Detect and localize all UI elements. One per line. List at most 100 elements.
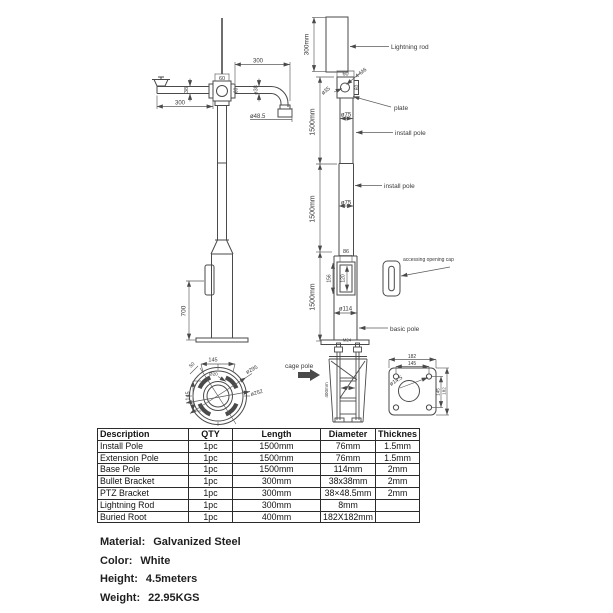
- spec-color: Color: White: [100, 555, 241, 567]
- dim-cage-length: 400mm: [324, 382, 329, 397]
- dim-door-width: 86: [343, 249, 349, 255]
- dim-flange-outer: ø295: [245, 365, 259, 376]
- dim-flange-bolt-circle: ø252: [250, 389, 264, 398]
- cage-view-outline: [328, 342, 368, 423]
- cell-length: 1500mm: [232, 451, 321, 465]
- cell-qty: 1pc: [188, 463, 233, 477]
- spec-color-value: White: [140, 554, 171, 567]
- cell-description: PTZ Bracket: [97, 486, 189, 500]
- spec-weight-value: 22.95KGS: [148, 591, 200, 604]
- dim-arm-right-dia: ø38: [254, 85, 260, 94]
- label-cage-pole: cage pole: [285, 363, 314, 370]
- col-header-description: Description: [97, 428, 189, 441]
- cell-thickness: [374, 510, 421, 524]
- dim-arm-left-height: 38: [184, 87, 190, 93]
- left-pole-outline: [152, 18, 293, 343]
- dim-door-height-inner: 120: [341, 274, 347, 283]
- cell-description: Lightning Rod: [97, 498, 189, 512]
- cell-length: 1500mm: [232, 463, 321, 477]
- label-lightning-rod: Lightning rod: [391, 44, 429, 51]
- table-row: Base Pole 1pc 1500mm 114mm 2mm: [97, 463, 421, 477]
- cell-diameter: 38×48.5mm: [320, 486, 376, 500]
- spec-color-label: Color:: [100, 554, 133, 567]
- dim-pole1-dia: ø75: [341, 113, 352, 119]
- cell-thickness: 1.5mm: [374, 439, 421, 453]
- cell-length: 300mm: [232, 486, 321, 500]
- cell-diameter: 38x38mm: [320, 475, 376, 488]
- dim-flange-hole: Ø20: [209, 372, 218, 377]
- dim-plate-side-right: 60: [355, 85, 361, 91]
- table-header-row: Description QTY Length Diameter Thicknes: [97, 428, 421, 441]
- cell-description: Extension Pole: [97, 451, 189, 465]
- spec-height-label: Height:: [100, 573, 138, 585]
- dim-section1: 1500mm: [310, 108, 317, 135]
- dim-plate-outer-height: 182: [442, 387, 447, 395]
- cell-length: 300mm: [232, 498, 321, 512]
- cell-description: Bullet Bracket: [97, 475, 189, 488]
- col-header-qty: QTY: [188, 428, 233, 441]
- technical-drawing: 60 60 38 300 300 ø38 ø48.5 700: [152, 16, 454, 426]
- cell-qty: 1pc: [188, 475, 233, 488]
- dim-plate-top-right: 60: [342, 72, 348, 78]
- table-row: Buried Root 1pc 400mm 182X182mm: [97, 510, 421, 524]
- plate-view-dimensions: [388, 357, 450, 416]
- dim-plate-outer-width: 182: [408, 354, 417, 360]
- specs-block: Material:Galvanized Steel Color:White He…: [100, 536, 241, 604]
- spec-weight-label: Weight:: [100, 591, 141, 604]
- dim-plate-top-left: 60: [219, 76, 225, 82]
- cell-description: Base Pole: [97, 463, 189, 477]
- spec-table: Description QTY Length Diameter Thicknes…: [97, 428, 421, 524]
- right-pole-dimensions: [311, 17, 451, 342]
- dim-base-dia: ø114: [339, 307, 353, 313]
- cell-length: 1500mm: [232, 439, 321, 453]
- label-basic-pole: basic pole: [390, 326, 420, 333]
- cell-description: Install Pole: [97, 439, 189, 453]
- cell-description: Buried Root: [97, 510, 189, 524]
- table-row: Install Pole 1pc 1500mm 76mm 1.5mm: [97, 439, 421, 453]
- cell-qty: 1pc: [188, 498, 233, 512]
- dim-section2: 1500mm: [310, 195, 317, 222]
- table-row: PTZ Bracket 1pc 300mm 38×48.5mm 2mm: [97, 486, 421, 500]
- dim-pole2-dia: ø75: [341, 201, 352, 207]
- table-row: Bullet Bracket 1pc 300mm 38x38mm 2mm: [97, 475, 421, 488]
- cell-qty: 1pc: [188, 451, 233, 465]
- cell-qty: 1pc: [188, 510, 233, 524]
- label-install-pole-1: install pole: [395, 130, 426, 137]
- label-access-cap: accessing opening cap: [403, 257, 454, 263]
- cell-diameter: 76mm: [320, 439, 376, 453]
- label-plate: plate: [394, 105, 408, 112]
- flange-view-dimensions: [185, 361, 253, 426]
- cell-thickness: 2mm: [374, 463, 421, 477]
- cell-thickness: 2mm: [374, 475, 421, 488]
- cell-diameter: 8mm: [320, 498, 376, 512]
- dim-flange-left: 145: [186, 391, 192, 400]
- cell-qty: 1pc: [188, 439, 233, 453]
- cell-diameter: 114mm: [320, 463, 376, 477]
- dim-plate-hole-dia: ø14.5: [389, 375, 404, 388]
- dim-flange-slot: 50: [188, 361, 196, 369]
- dim-door-height: 700: [181, 305, 188, 316]
- camera-icon: [152, 76, 170, 87]
- cell-diameter: 182X182mm: [320, 510, 376, 524]
- dim-arm-left-length: 300: [175, 101, 186, 107]
- cell-length: 400mm: [232, 510, 321, 524]
- spec-material-label: Material:: [100, 536, 146, 548]
- dim-cage-bolt: M24: [343, 338, 352, 343]
- dim-plate-hole-spacing-v: 145: [436, 388, 441, 396]
- cell-thickness: [374, 498, 421, 512]
- dim-arm-right-length: 300: [253, 59, 264, 65]
- col-header-thickness: Thicknes: [374, 428, 421, 441]
- table-row: Extension Pole 1pc 1500mm 76mm 1.5mm: [97, 451, 421, 465]
- dim-plate-hole: ø35: [321, 86, 332, 97]
- cell-length: 300mm: [232, 475, 321, 488]
- cell-thickness: 1.5mm: [374, 451, 421, 465]
- dim-rod-length: 300mm: [304, 34, 311, 56]
- cell-diameter: 76mm: [320, 451, 376, 465]
- spec-height-value: 4.5meters: [145, 573, 198, 585]
- spec-weight: Weight: 22.95KGS: [100, 592, 241, 604]
- cell-thickness: 2mm: [374, 486, 421, 500]
- plate-view-outline: [388, 367, 437, 416]
- dim-plate-side-left: 60: [234, 88, 240, 94]
- dim-plate-bolts: 4-M6: [355, 67, 369, 79]
- dim-section3: 1500mm: [310, 283, 317, 310]
